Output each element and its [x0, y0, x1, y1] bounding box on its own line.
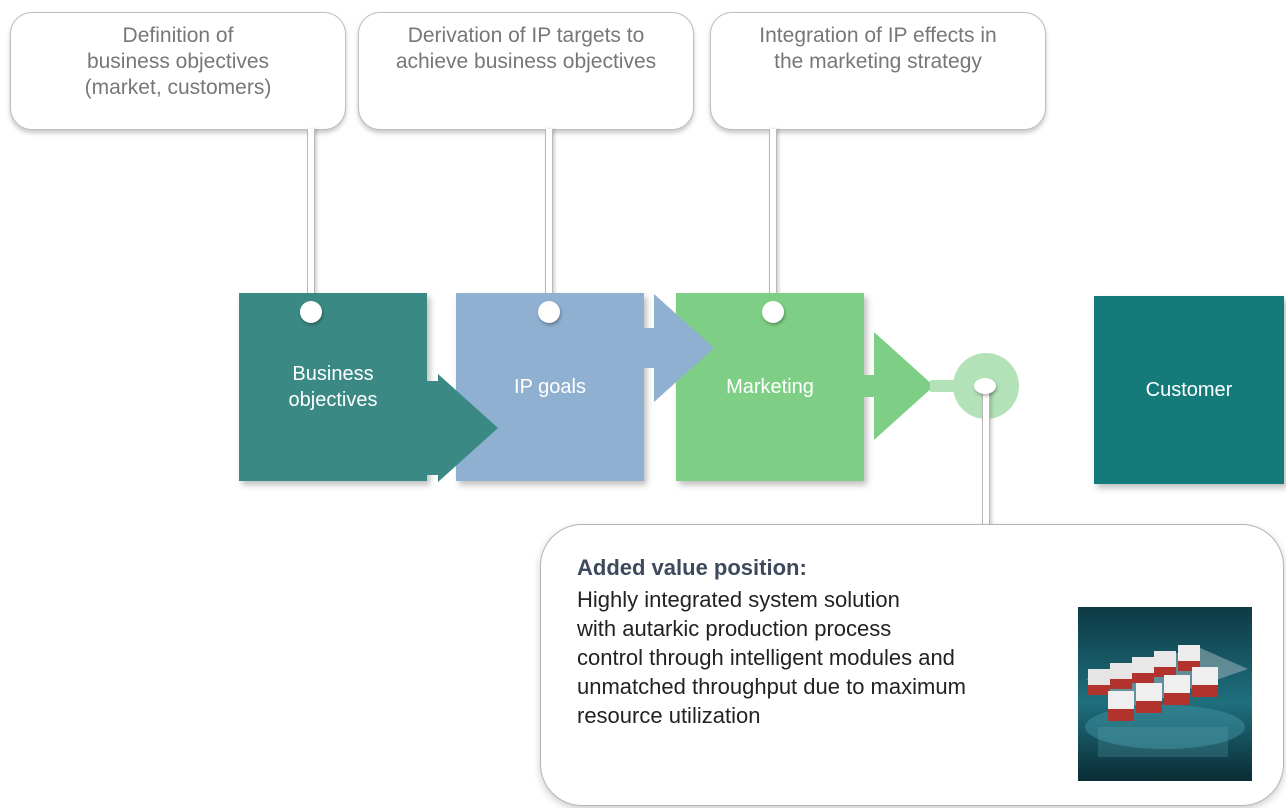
process-box-ip-goals: IP goals	[456, 293, 644, 481]
callout-marketing-strategy: Integration of IP effects in the marketi…	[710, 12, 1046, 130]
added-value-box: Added value position: Highly integrated …	[540, 524, 1284, 806]
connector-stem-marketing	[769, 129, 777, 307]
added-value-title: Added value position:	[577, 555, 807, 580]
process-label-ip-goals: IP goals	[514, 376, 586, 398]
arrow-ip-to-marketing	[644, 294, 714, 402]
connector-dot-marketing	[762, 301, 784, 323]
callout-business-objectives-text: Definition of business objectives (marke…	[84, 24, 272, 99]
process-box-marketing: Marketing	[676, 293, 864, 481]
customer-label: Customer	[1145, 379, 1233, 401]
connector-stem-value	[982, 388, 990, 526]
connector-dot-ip	[538, 301, 560, 323]
connector-bar	[930, 380, 960, 392]
callout-business-objectives: Definition of business objectives (marke…	[10, 12, 346, 130]
production-line-photo	[1078, 607, 1252, 781]
customer-box: Customer	[1094, 296, 1284, 484]
callout-marketing-strategy-text: Integration of IP effects in the marketi…	[759, 24, 997, 73]
connector-stem-ip	[545, 129, 553, 307]
process-label-marketing: Marketing	[726, 376, 814, 398]
added-value-description: Highly integrated system solution with a…	[577, 587, 966, 728]
arrow-marketing-to-customer	[864, 332, 934, 440]
connector-dot-business	[300, 301, 322, 323]
connector-stem-business	[307, 129, 315, 307]
arrow-business-to-ip	[427, 374, 498, 482]
process-label-business-objectives: Business objectives	[288, 363, 378, 411]
callout-ip-targets: Derivation of IP targets to achieve busi…	[358, 12, 694, 130]
callout-ip-targets-text: Derivation of IP targets to achieve busi…	[395, 24, 657, 73]
connector-dot-value	[974, 378, 996, 394]
process-box-business-objectives: Business objectives	[239, 293, 427, 481]
